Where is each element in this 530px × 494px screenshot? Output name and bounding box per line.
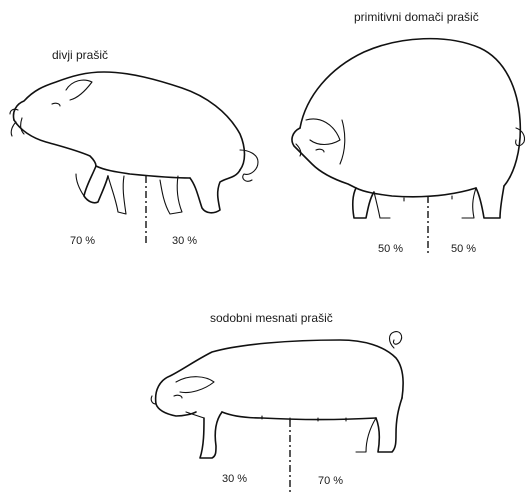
modern-pig-drawing (151, 332, 403, 458)
modern-pig-figure: sodobni mesnati prašič 30 % 70 % (151, 311, 403, 494)
wild-boar-drawing (10, 72, 258, 214)
primitive-pig-right-percent: 50 % (451, 243, 476, 255)
wild-boar-right-percent: 30 % (172, 235, 197, 247)
primitive-pig-figure: primitivni domači prašič 50 (292, 10, 525, 255)
modern-pig-right-percent: 70 % (318, 475, 343, 487)
wild-boar-figure: divji prašič 70 % (10, 48, 258, 247)
primitive-pig-drawing (292, 39, 525, 218)
modern-pig-left-percent: 30 % (222, 473, 247, 485)
wild-boar-left-percent: 70 % (70, 235, 95, 247)
primitive-pig-title: primitivni domači prašič (354, 10, 479, 24)
primitive-pig-left-percent: 50 % (378, 243, 403, 255)
modern-pig-title: sodobni mesnati prašič (210, 311, 333, 325)
wild-boar-title: divji prašič (52, 48, 108, 62)
